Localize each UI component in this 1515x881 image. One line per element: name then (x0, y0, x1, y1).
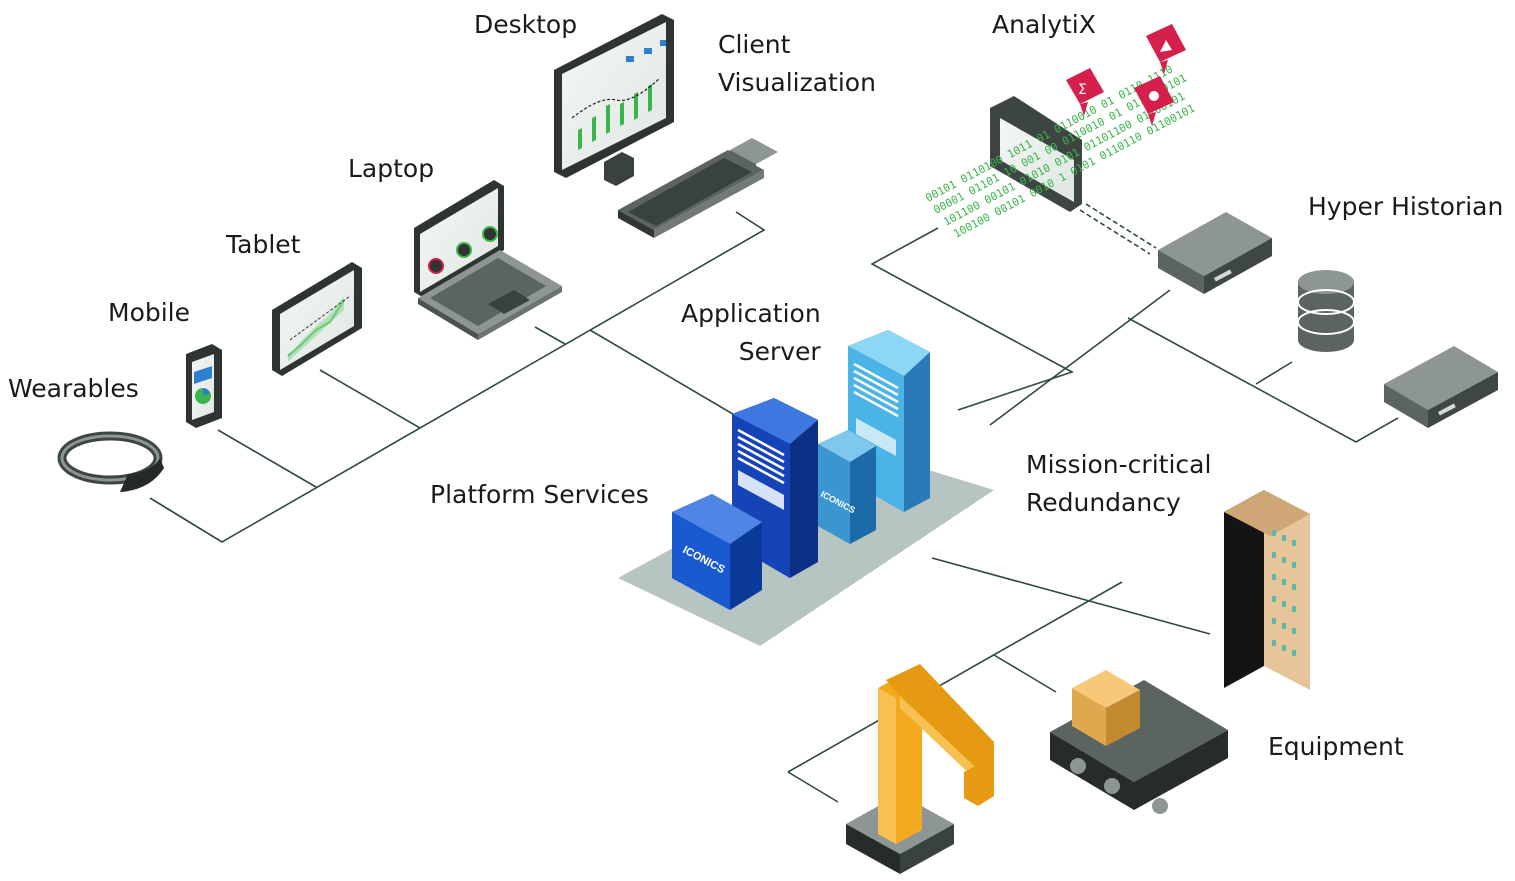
label-hyper-historian: Hyper Historian (1308, 192, 1504, 221)
desktop-monitor-icon (554, 14, 778, 238)
link-analytix (870, 227, 1075, 411)
link-conveyor (993, 654, 1057, 693)
label-analytix: AnalytiX (992, 10, 1096, 39)
tablet-icon (272, 262, 362, 376)
label-platform-services: Platform Services (430, 480, 649, 509)
link-appserver (589, 329, 761, 431)
link-mobile (217, 429, 317, 488)
conveyor-icon (1050, 670, 1228, 814)
label-client-visualization-line1: Client (718, 30, 791, 59)
dashed-analytix-historian (1079, 209, 1151, 255)
historian-server-unit-2 (1384, 346, 1498, 428)
link-laptop (534, 326, 566, 345)
label-application-server: Application Server (681, 295, 821, 371)
label-client-visualization: Client Visualization (718, 26, 876, 102)
label-mission-critical-redundancy: Mission-critical Redundancy (1026, 446, 1211, 522)
label-mission-critical-line2: Redundancy (1026, 488, 1181, 517)
dashed-analytix-historian-2 (1085, 203, 1157, 249)
label-laptop: Laptop (348, 154, 435, 183)
label-tablet: Tablet (226, 230, 301, 259)
label-wearables: Wearables (8, 374, 139, 403)
link-historian (989, 289, 1171, 426)
bell-alert-icon (1134, 76, 1174, 126)
label-equipment: Equipment (1268, 732, 1404, 761)
link-tablet (319, 369, 421, 429)
historian-server-unit-1 (1158, 212, 1272, 294)
link-equipment-2 (787, 581, 1123, 773)
label-application-server-line1: Application (681, 299, 821, 328)
connection-lines (149, 203, 1399, 803)
link-wearables (149, 497, 223, 543)
database-icon (1297, 270, 1355, 352)
link-robot (787, 771, 839, 803)
analytix-display-icon: 00101 0110100 1011 01 0110010 01 0110 11… (923, 24, 1197, 241)
label-mobile: Mobile (108, 298, 191, 327)
label-application-server-line2: Server (738, 337, 821, 366)
wearables-headset-icon (57, 431, 164, 492)
link-database (1255, 361, 1293, 385)
building-icon (1224, 490, 1310, 690)
label-client-visualization-line2: Visualization (718, 68, 876, 97)
platform-server-mid: ICONICS (818, 430, 876, 544)
link-historian-2 (1127, 317, 1399, 443)
robot-arm-icon (846, 664, 994, 874)
platform-server-cube: ICONICS (672, 494, 762, 610)
label-desktop: Desktop (474, 10, 578, 39)
svg-text:Σ: Σ (1078, 82, 1087, 98)
link-equipment (931, 557, 1211, 635)
laptop-icon (414, 180, 562, 340)
label-mission-critical-line1: Mission-critical (1026, 450, 1212, 479)
sigma-alert-icon: Σ (1066, 68, 1104, 116)
warning-alert-icon (1146, 24, 1186, 74)
mobile-phone-icon (186, 344, 222, 428)
